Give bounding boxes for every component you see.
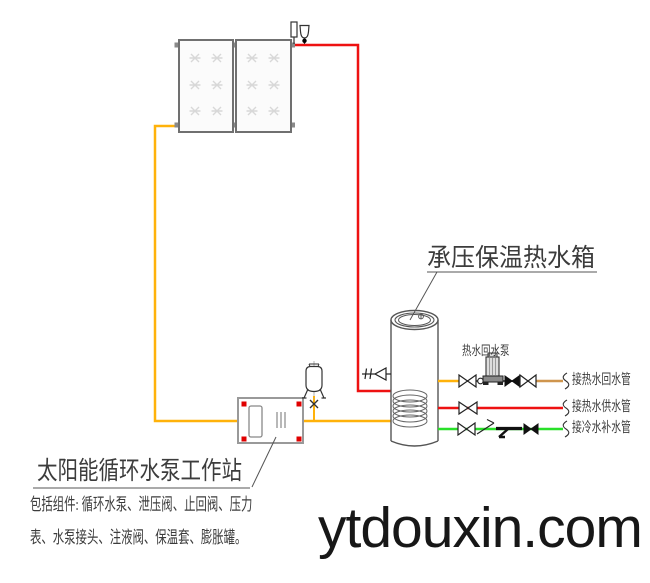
station-label-leader — [251, 436, 277, 488]
heat-exchanger-coil — [392, 389, 428, 428]
tank-sensor-mark — [418, 313, 424, 320]
station-pump-body — [248, 405, 263, 438]
watermark-text: ytdouxin.com — [318, 496, 643, 560]
annotation-leaders — [33, 271, 597, 489]
check-valve-icon — [523, 423, 539, 435]
corner-marker — [241, 401, 247, 407]
expansion-tank-icon — [302, 361, 326, 421]
pipe-break-icon — [562, 399, 570, 417]
pipe-break-icon — [562, 420, 570, 438]
station-title: 太阳能循环水泵工作站 — [37, 458, 243, 485]
corner-marker — [296, 436, 302, 442]
corner-marker — [241, 436, 247, 442]
panel-stub — [174, 42, 180, 48]
valve-icon — [457, 421, 476, 437]
hot-supply-pipe — [438, 399, 570, 417]
valve-icon — [458, 373, 477, 389]
backflow-preventer-icon — [476, 419, 522, 439]
corner-marker — [296, 401, 302, 407]
solar-panel-left — [178, 39, 234, 133]
tank-label-leader — [409, 271, 438, 321]
collector-supply-pipe — [292, 43, 391, 393]
panel-stub — [290, 42, 295, 48]
station-components-line-1: 包括组件: 循环水泵、泄压阀、止回阀、压力 — [30, 495, 253, 514]
hot-return-pipe — [438, 352, 570, 390]
station-vent-grille — [276, 412, 286, 428]
hot-supply-pipe-label: 接热水供水管 — [572, 400, 631, 415]
pump-union-icon — [477, 377, 484, 385]
panel-stub — [232, 42, 237, 48]
station-components-line-2: 表、水泵接头、注液阀、保温套、膨胀罐。 — [30, 528, 247, 547]
pump-station-box — [237, 397, 304, 444]
relief-valve-icon — [362, 366, 391, 382]
pipe-break-icon — [562, 372, 570, 390]
solar-panel-array — [174, 39, 295, 133]
check-valve-icon — [504, 375, 520, 387]
solar-panel-right — [235, 39, 292, 133]
collector-return-pipe — [153, 124, 391, 423]
fill-valve-icon — [309, 399, 319, 409]
circulation-pump-icon — [482, 352, 504, 385]
hot-return-pipe-label: 接热水回水管 — [572, 373, 631, 388]
valve-icon — [519, 373, 537, 389]
panel-stub — [232, 122, 237, 128]
valve-icon — [458, 400, 478, 416]
storage-tank — [390, 309, 439, 447]
cold-makeup-pipe — [438, 419, 570, 439]
return-pump-label: 热水回水泵 — [462, 343, 510, 358]
panel-stub — [174, 122, 180, 128]
panel-stub — [290, 122, 295, 128]
tank-title: 承压保温热水箱 — [427, 245, 596, 272]
cold-makeup-pipe-label: 接冷水补水管 — [572, 421, 631, 436]
air-vent-icon — [290, 21, 310, 44]
